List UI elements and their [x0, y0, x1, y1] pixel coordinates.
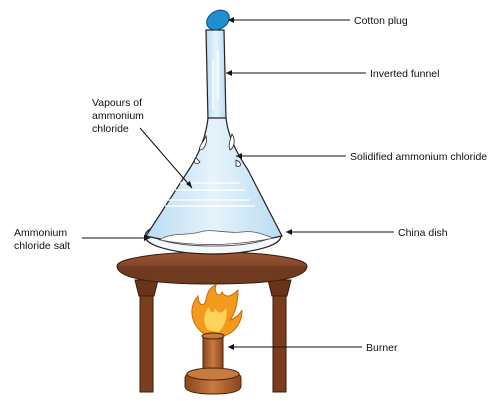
inverted-funnel [145, 9, 283, 245]
label-vapours-line3: chloride [92, 123, 129, 135]
label-vapours-line1: Vapours of [92, 97, 142, 109]
label-salt-line1: Ammonium [14, 227, 67, 239]
label-salt-line2: chloride salt [14, 240, 70, 252]
labels: Cotton plug Inverted funnel Vapours of a… [14, 15, 487, 354]
label-solidified: Solidified ammonium chloride [350, 151, 487, 163]
cotton-plug [206, 9, 230, 31]
label-inverted-funnel: Inverted funnel [370, 68, 439, 80]
label-burner: Burner [366, 342, 398, 354]
stand-leg-right [272, 287, 287, 393]
burner [184, 284, 243, 395]
leader-lines [82, 17, 394, 350]
stand-leg-left [139, 287, 154, 393]
flame [191, 284, 243, 337]
label-china-dish: China dish [398, 227, 448, 239]
label-cotton-plug: Cotton plug [354, 15, 408, 27]
label-vapours-line2: ammonium [92, 110, 144, 122]
